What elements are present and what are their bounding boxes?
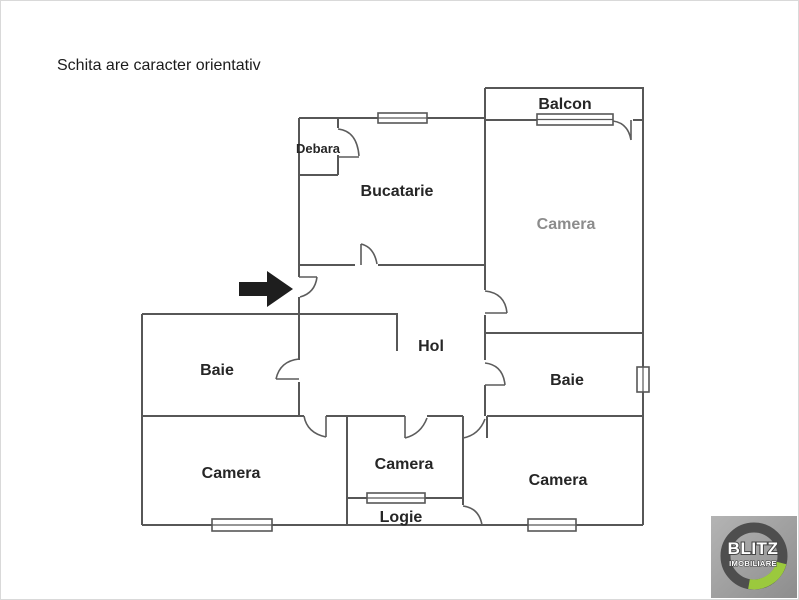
door-camera-bottom-left bbox=[303, 415, 327, 438]
door-passage bbox=[462, 416, 486, 439]
wall-baie-left-top-nook bbox=[142, 313, 398, 351]
door-swings bbox=[275, 120, 632, 526]
door-baie-right bbox=[484, 362, 506, 386]
room-label-bucatarie: Bucatarie bbox=[361, 183, 434, 200]
door-bucatarie bbox=[360, 243, 378, 265]
camera-bottom-right-window bbox=[527, 518, 577, 532]
entrance-arrow-icon bbox=[239, 271, 293, 307]
baie-right-window bbox=[636, 366, 650, 393]
door-camera-top-right bbox=[484, 290, 508, 314]
room-label-baie-left: Baie bbox=[200, 362, 234, 379]
room-label-balcon: Balcon bbox=[538, 96, 591, 113]
kitchen-window bbox=[377, 112, 428, 124]
room-label-camera-bottom-left: Camera bbox=[202, 465, 261, 482]
logo-brand-text: BLITZ bbox=[728, 539, 779, 558]
balcon-window bbox=[536, 113, 614, 126]
room-labels: Balcon Debara Bucatarie Camera Hol Baie … bbox=[200, 96, 595, 526]
room-label-camera-bottom-right: Camera bbox=[529, 472, 588, 489]
logo-ring-green-segment bbox=[748, 561, 787, 590]
windows bbox=[211, 112, 650, 532]
room-label-logie: Logie bbox=[380, 509, 423, 526]
wall-top-right-block bbox=[485, 87, 644, 525]
door-camera-bottom-mid bbox=[404, 416, 428, 439]
logo-subtitle-text: IMOBILIARE bbox=[729, 559, 777, 568]
door-logie bbox=[462, 505, 483, 526]
room-label-debara: Debara bbox=[296, 141, 341, 156]
room-label-hol: Hol bbox=[418, 338, 444, 355]
door-debara bbox=[337, 128, 360, 158]
room-label-camera-bottom-mid: Camera bbox=[375, 456, 434, 473]
door-entrance bbox=[299, 276, 318, 298]
door-baie-left bbox=[275, 358, 300, 380]
room-label-baie-right: Baie bbox=[550, 372, 584, 389]
door-balcon bbox=[612, 120, 632, 141]
brand-logo: BLITZ IMOBILIARE bbox=[711, 516, 797, 598]
camera-bottom-left-window bbox=[211, 518, 273, 532]
room-label-camera-top-right: Camera bbox=[537, 216, 596, 233]
logie-window bbox=[366, 492, 426, 504]
wall-debara bbox=[299, 118, 339, 176]
disclaimer-note: Schita are caracter orientativ bbox=[57, 57, 261, 74]
